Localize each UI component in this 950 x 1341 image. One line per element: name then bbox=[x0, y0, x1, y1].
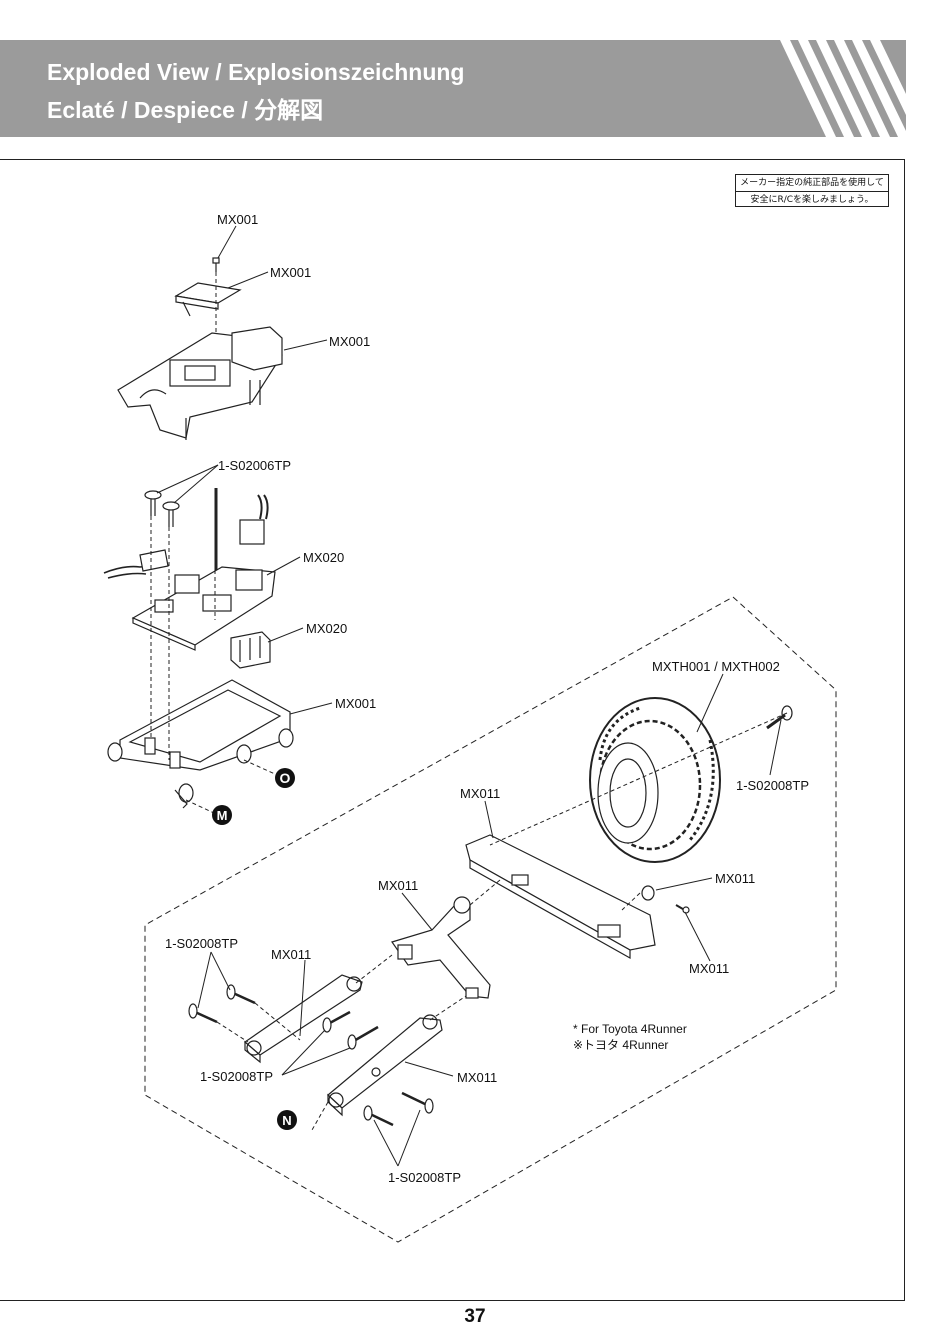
label-mx011-arm-left: MX011 bbox=[271, 947, 311, 962]
small-screw-top bbox=[213, 258, 219, 272]
note-line1: * For Toyota 4Runner bbox=[573, 1021, 687, 1037]
small-bracket bbox=[642, 886, 689, 913]
marker-m: M bbox=[212, 805, 232, 825]
screw-s02006-a bbox=[145, 491, 161, 516]
screw-tire bbox=[767, 706, 792, 728]
label-mx011-bracket: MX011 bbox=[715, 871, 755, 886]
label-tire: MXTH001 / MXTH002 bbox=[652, 659, 780, 674]
connector-block bbox=[231, 632, 270, 668]
label-mx001-screw: MX001 bbox=[217, 212, 258, 227]
label-mx001-cover: MX001 bbox=[270, 265, 311, 280]
label-mx020-connector: MX020 bbox=[306, 621, 347, 636]
header-stripes bbox=[780, 40, 906, 137]
cover-plate bbox=[176, 283, 240, 316]
label-s02006tp: 1-S02006TP bbox=[218, 458, 291, 473]
label-mx011-bar: MX011 bbox=[460, 786, 500, 801]
label-mx011-arm-right: MX011 bbox=[457, 1070, 497, 1085]
label-s02008tp-left: 1-S02008TP bbox=[165, 936, 238, 951]
wire-connector bbox=[216, 488, 268, 570]
label-s02008tp-tire: 1-S02008TP bbox=[736, 778, 809, 793]
page-number: 37 bbox=[0, 1306, 950, 1328]
lower-housing bbox=[108, 680, 293, 808]
label-s02008tp-bottom: 1-S02008TP bbox=[388, 1170, 461, 1185]
y-stand bbox=[392, 897, 490, 998]
arm-right bbox=[328, 1015, 442, 1115]
marker-m-label: M bbox=[217, 808, 228, 823]
screw-s02006-b bbox=[163, 502, 179, 527]
label-mx011-stand: MX011 bbox=[378, 878, 418, 893]
switch-lead bbox=[104, 550, 168, 578]
marker-o-label: O bbox=[280, 770, 291, 786]
marker-o: O bbox=[275, 768, 295, 788]
marker-n-label: N bbox=[282, 1113, 291, 1128]
tire bbox=[590, 698, 720, 862]
label-mx001-tray: MX001 bbox=[329, 334, 370, 349]
label-mx011-screw: MX011 bbox=[689, 961, 729, 976]
label-s02008tp-middle: 1-S02008TP bbox=[200, 1069, 273, 1084]
note-line2: ※トヨタ 4Runner bbox=[573, 1037, 687, 1053]
label-mx001-housing: MX001 bbox=[335, 696, 376, 711]
marker-n: N bbox=[277, 1110, 297, 1130]
model-note: * For Toyota 4Runner ※トヨタ 4Runner bbox=[573, 1021, 687, 1053]
electronics-tray bbox=[118, 327, 282, 440]
label-mx020-board: MX020 bbox=[303, 550, 344, 565]
